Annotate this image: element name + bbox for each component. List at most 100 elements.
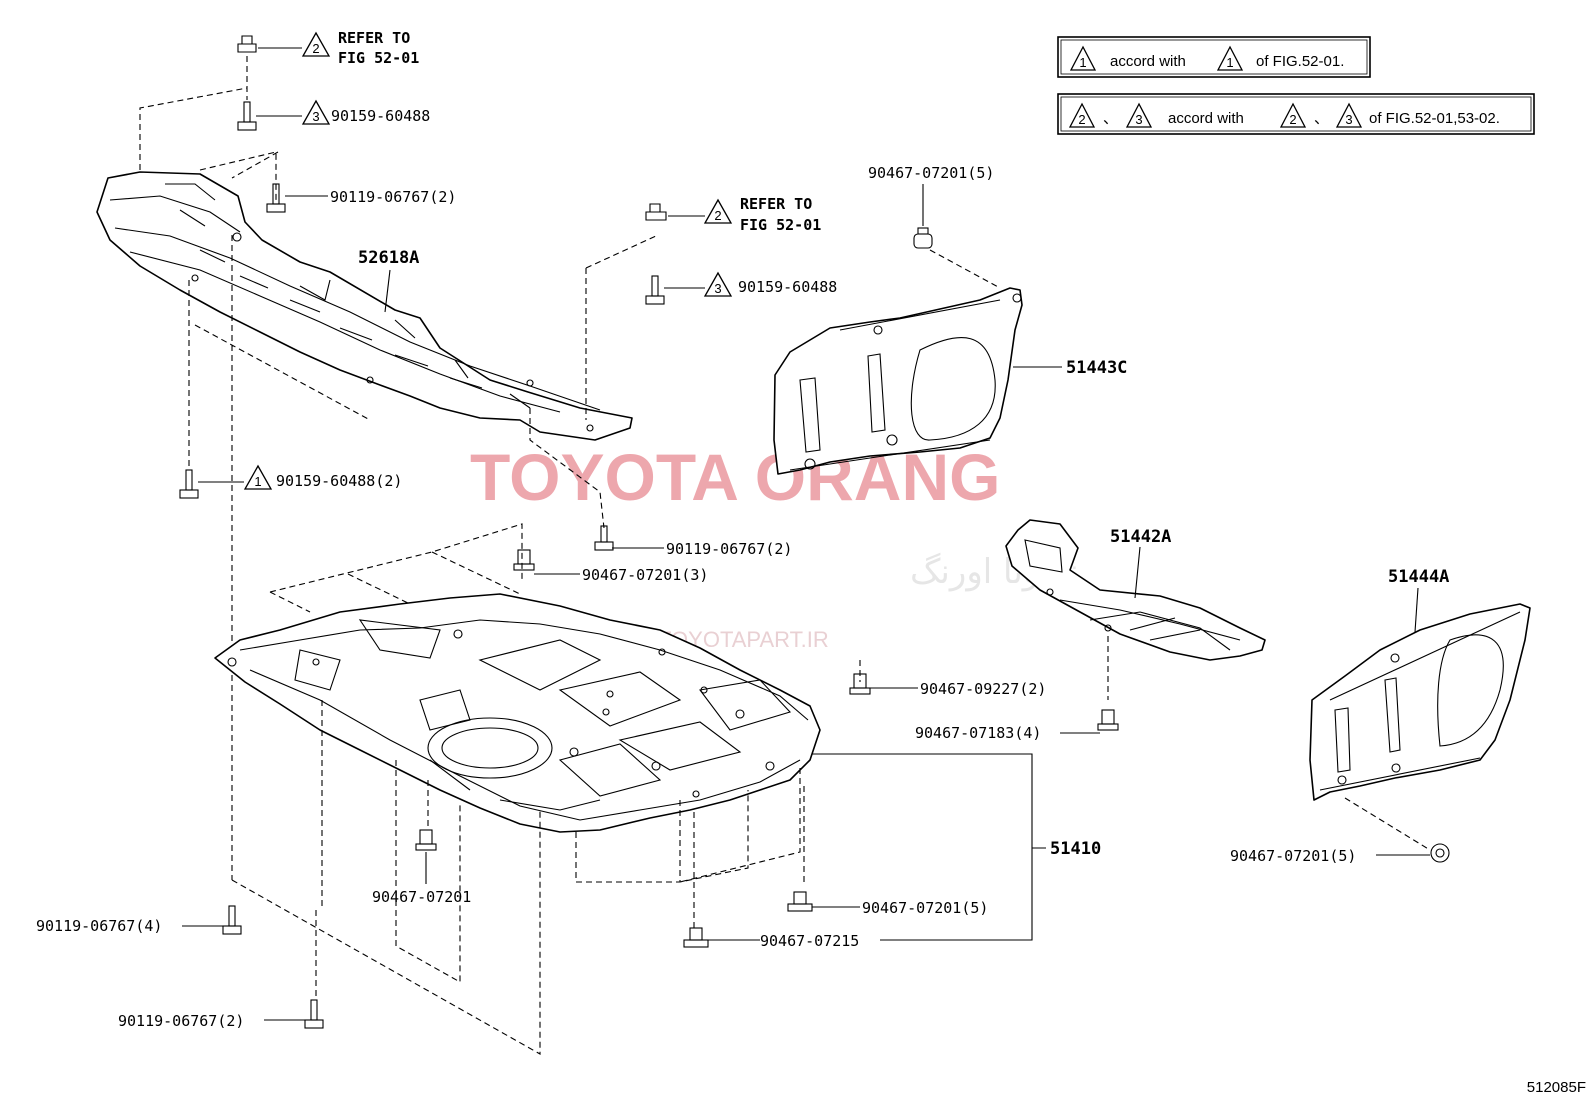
triangle-icon	[1069, 45, 1097, 71]
bolt-icon	[266, 183, 286, 213]
svg-text:90467-07215: 90467-07215	[760, 932, 859, 950]
assembly-line	[929, 249, 1001, 289]
triangle-icon	[1068, 102, 1096, 128]
fastener-label-f5: 90467-07201(5)	[868, 164, 994, 226]
svg-text:90159-60488: 90159-60488	[738, 278, 837, 296]
svg-text:3: 3	[714, 281, 721, 296]
fastener-label-f1: 3 90159-60488	[256, 99, 430, 125]
triangle-icon	[703, 198, 733, 224]
clip-icon	[683, 927, 709, 948]
svg-text:FIG 52-01: FIG 52-01	[740, 216, 821, 234]
fastener-label-f4: 3 90159-60488	[664, 271, 837, 297]
fastener-label-f6: 90119-06767(2)	[612, 540, 792, 558]
triangle-number: 1	[1226, 55, 1233, 70]
fastener-label-f8: 90467-09227(2)	[870, 680, 1046, 698]
note-separator: 、	[1103, 110, 1118, 127]
nut-icon	[913, 227, 933, 249]
svg-text:1: 1	[254, 474, 261, 489]
fastener-label-f12: 90467-07201(5)	[812, 899, 988, 917]
svg-text:90119-06767(2): 90119-06767(2)	[666, 540, 792, 558]
triangle-icon	[243, 464, 273, 490]
note-text: of FIG.52-01.	[1256, 53, 1344, 70]
part-51442a-drawing	[1005, 519, 1266, 661]
leader-line	[1134, 546, 1141, 599]
svg-text:90467-09227(2): 90467-09227(2)	[920, 680, 1046, 698]
note-text: accord with	[1168, 110, 1244, 127]
note-box-2: 2 、 3 accord with 2 、 3 of FIG.52-01,53-…	[1057, 93, 1535, 135]
triangle-number: 1	[1079, 55, 1086, 70]
assembly-line	[139, 56, 248, 170]
svg-text:90467-07201(5): 90467-07201(5)	[868, 164, 994, 182]
assembly-line	[575, 768, 805, 928]
svg-text:90467-07201(3): 90467-07201(3)	[582, 566, 708, 584]
bolt-icon	[304, 999, 324, 1029]
svg-text:90467-07201(5): 90467-07201(5)	[862, 899, 988, 917]
clip-icon	[1097, 709, 1119, 731]
svg-text:90467-07183(4): 90467-07183(4)	[915, 724, 1041, 742]
fastener-label-f15: 90119-06767(2)	[118, 1012, 305, 1030]
assembly-line	[529, 235, 657, 529]
part-51444a-drawing	[1309, 603, 1531, 801]
assembly-line	[269, 523, 523, 613]
part-label-51443c: 51443C	[1066, 358, 1127, 378]
fastener-label-f3: 1 90159-60488(2)	[198, 464, 402, 490]
triangle-icon	[301, 99, 331, 125]
note-text: of FIG.52-01,53-02.	[1369, 110, 1500, 127]
svg-text:90159-60488: 90159-60488	[331, 107, 430, 125]
triangle-number: 3	[1135, 112, 1142, 127]
clip-icon	[787, 891, 813, 912]
part-51443c-drawing	[773, 287, 1023, 475]
part-52618a-drawing	[96, 171, 633, 441]
refer-label-2: 2 REFER TO FIG 52-01	[668, 195, 821, 234]
svg-text:90119-06767(4): 90119-06767(4)	[36, 917, 162, 935]
bracket-line	[812, 753, 1046, 941]
fastener-label-f7: 90467-07201(3)	[534, 566, 708, 584]
svg-text:90119-06767(2): 90119-06767(2)	[118, 1012, 244, 1030]
svg-text:2: 2	[714, 208, 721, 223]
triangle-icon	[703, 271, 733, 297]
part-label-51410: 51410	[1050, 839, 1101, 859]
figure-code: 512085F	[1527, 1079, 1586, 1096]
part-label-52618a: 52618A	[358, 248, 419, 268]
triangle-icon	[1335, 102, 1363, 128]
triangle-number: 2	[1289, 112, 1296, 127]
triangle-icon	[301, 31, 331, 57]
note-separator: 、	[1314, 110, 1329, 127]
fastener-label-f14: 90119-06767(4)	[36, 917, 223, 935]
refer-label-1: 2 REFER TO FIG 52-01	[258, 29, 419, 67]
fastener-label-f9: 90467-07183(4)	[915, 724, 1100, 742]
part-label-51442a: 51442A	[1110, 527, 1171, 547]
fastener-label-f11: 90467-07201	[372, 852, 471, 906]
triangle-number: 3	[1345, 112, 1352, 127]
bolt-icon	[645, 275, 665, 305]
svg-text:90467-07201: 90467-07201	[372, 888, 471, 906]
svg-text:90119-06767(2): 90119-06767(2)	[330, 188, 456, 206]
triangle-icon	[1279, 102, 1307, 128]
leader-line	[1414, 587, 1419, 633]
triangle-icon	[1125, 102, 1153, 128]
svg-text:REFER TO: REFER TO	[740, 195, 812, 213]
bolt-icon	[237, 101, 257, 131]
bolt-icon	[179, 469, 199, 499]
svg-text:FIG 52-01: FIG 52-01	[338, 49, 419, 67]
assembly-line	[188, 235, 371, 880]
bolt-icon	[222, 905, 242, 935]
clip-icon	[645, 203, 667, 221]
svg-text:REFER TO: REFER TO	[338, 29, 410, 47]
part-label-51444a: 51444A	[1388, 567, 1449, 587]
note-text: accord with	[1110, 53, 1186, 70]
note-box-1: 1 accord with 1 of FIG.52-01.	[1057, 36, 1371, 78]
bolt-icon	[594, 525, 614, 551]
svg-text:90159-60488(2): 90159-60488(2)	[276, 472, 402, 490]
fastener-label-f2: 90119-06767(2)	[285, 188, 456, 206]
clip-icon	[513, 549, 535, 571]
clip-icon	[237, 35, 257, 53]
triangle-number: 2	[1078, 112, 1085, 127]
assembly-line	[1344, 797, 1431, 851]
svg-text:2: 2	[312, 41, 319, 56]
triangle-icon	[1216, 45, 1244, 71]
clip-icon	[849, 673, 871, 695]
svg-text:90467-07201(5): 90467-07201(5)	[1230, 847, 1356, 865]
nut-icon	[1430, 843, 1450, 863]
